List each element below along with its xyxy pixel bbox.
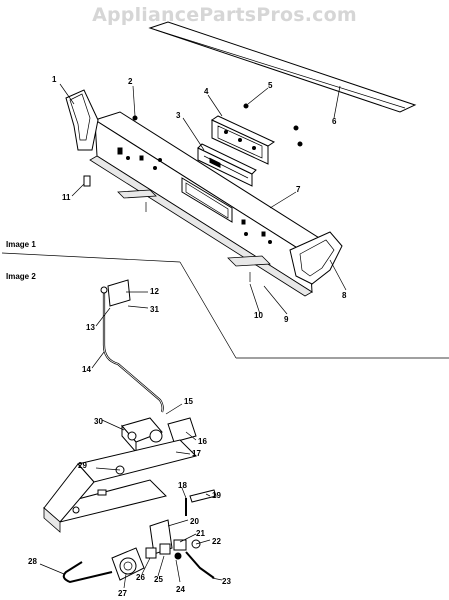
callout-17: 17 [192, 449, 201, 458]
section-label-image-2: Image 2 [6, 272, 36, 281]
callout-14: 14 [82, 365, 91, 374]
callout-10: 10 [254, 311, 263, 320]
callout-21: 21 [196, 529, 205, 538]
callout-27: 27 [118, 589, 127, 598]
left-end-cap [65, 89, 99, 151]
retaining-clip [83, 175, 91, 187]
callout-7: 7 [296, 185, 301, 194]
callout-8: 8 [342, 291, 347, 300]
callout-3: 3 [176, 111, 181, 120]
section-label-image-1: Image 1 [6, 240, 36, 249]
callout-9: 9 [284, 315, 289, 324]
screw-part-2 [132, 115, 138, 121]
callout-2: 2 [128, 77, 133, 86]
separator-line-diagonal [179, 261, 237, 359]
insulation-pad-left [117, 189, 157, 212]
callout-23: 23 [222, 577, 231, 586]
valve-switch-assembly [121, 417, 163, 454]
callout-26: 26 [136, 573, 145, 582]
callout-6: 6 [332, 117, 337, 126]
callout-11: 11 [62, 193, 71, 202]
callout-20: 20 [190, 517, 199, 526]
callout-15: 15 [184, 397, 193, 406]
callout-4: 4 [204, 87, 209, 96]
spring-clip [189, 489, 217, 503]
callout-31: 31 [150, 305, 159, 314]
feed-tube [62, 561, 113, 584]
callout-leaders [39, 83, 347, 589]
separator-line-upper [1, 252, 181, 263]
tube-bracket [100, 279, 131, 307]
mounting-screws [243, 103, 303, 147]
callout-5: 5 [268, 81, 273, 90]
callout-16: 16 [198, 437, 207, 446]
pressure-regulator [111, 547, 145, 581]
outlet-tube [185, 551, 215, 579]
trim-strip [148, 21, 417, 113]
callout-28: 28 [28, 557, 37, 566]
mounting-bracket-16 [167, 417, 197, 443]
callout-24: 24 [176, 585, 185, 594]
right-end-cap [289, 231, 343, 285]
callout-18: 18 [178, 481, 187, 490]
insulation-pad-right [227, 255, 271, 282]
watermark-text: AppliancePartsPros.com [92, 4, 357, 26]
callout-12: 12 [150, 287, 159, 296]
callout-29: 29 [78, 461, 87, 470]
callout-25: 25 [154, 575, 163, 584]
manifold-base-plate [42, 439, 197, 533]
callout-30: 30 [94, 417, 103, 426]
callout-13: 13 [86, 323, 95, 332]
callout-19: 19 [212, 491, 221, 500]
callout-1: 1 [52, 75, 57, 84]
clock-timer-module [210, 115, 276, 165]
callout-22: 22 [212, 537, 221, 546]
